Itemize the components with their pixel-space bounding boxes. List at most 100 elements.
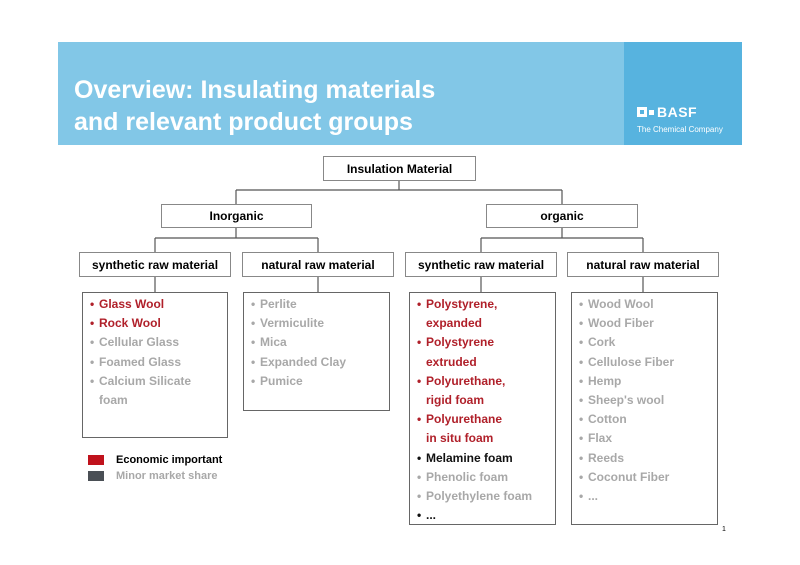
node-organic-synthetic: synthetic raw material xyxy=(405,252,557,277)
bullet-icon: • xyxy=(90,354,95,369)
list-item-label: Pumice xyxy=(260,373,303,388)
list-item: • Mica xyxy=(251,333,383,352)
bullet-icon: • xyxy=(90,373,95,388)
list-item-label: Calcium Silicate xyxy=(99,373,192,388)
bullet-icon: • xyxy=(417,469,422,484)
list-item: • Coconut Fiber xyxy=(579,468,711,487)
list-item: •Melamine foam xyxy=(417,449,549,468)
legend-economic-swatch xyxy=(88,455,104,465)
list-item-label: Hemp xyxy=(588,373,622,388)
list-item-label: Glass Wool xyxy=(99,297,165,311)
page-title: Overview: Insulating materials and relev… xyxy=(74,74,435,138)
basf-logo-dot-icon xyxy=(649,110,654,115)
bullet-icon: • xyxy=(90,316,95,331)
bullet-icon: • xyxy=(579,489,584,504)
node-organic-natural: natural raw material xyxy=(567,252,719,277)
list-item: • Wood Wool xyxy=(579,295,711,314)
list-item: • Polyurethane, xyxy=(417,372,549,391)
bullet-icon: • xyxy=(90,297,95,311)
list-item: • Polystyrene xyxy=(417,333,549,352)
list-item-label: Sheep's wool xyxy=(588,393,665,408)
bullet-icon: • xyxy=(579,373,584,388)
list-organic-natural: • Wood Wool • Wood Fiber • Cork • Cellulose Fib… xyxy=(571,292,718,525)
list-item-continuation: extruded xyxy=(417,353,549,372)
list-item: •Polystyrene, xyxy=(417,295,549,314)
list-item: • Vermiculite xyxy=(251,314,383,333)
list-item-continuation: in situ foam xyxy=(417,429,549,448)
node-inorganic-synthetic: synthetic raw material xyxy=(79,252,231,277)
list-item: •Reeds xyxy=(579,449,711,468)
bullet-icon: • xyxy=(579,354,584,369)
bullet-icon: • xyxy=(251,373,256,388)
bullet-icon: • xyxy=(417,335,422,350)
bullet-icon: • xyxy=(579,450,584,465)
node-insulation-material: Insulation Material xyxy=(323,156,476,181)
list-item: • Polyurethane xyxy=(417,410,549,429)
bullet-icon: • xyxy=(251,316,256,331)
bullet-icon: • xyxy=(579,412,584,427)
list-item-label: Perlite xyxy=(260,297,297,311)
node-organic: organic xyxy=(486,204,638,228)
brand-name: BASF xyxy=(657,104,698,120)
list-item-continuation: foam xyxy=(90,391,221,410)
brand-tagline: The Chemical Company xyxy=(637,125,723,134)
list-item-label: Mica xyxy=(260,335,287,350)
list-item: • Cork xyxy=(579,333,711,352)
list-item: • Calcium Silicate xyxy=(90,372,221,391)
legend-minor-label: Minor market share xyxy=(116,470,218,482)
list-item: •... xyxy=(579,487,711,506)
list-item-label: Wood Wool xyxy=(588,297,654,311)
bullet-icon: • xyxy=(417,450,422,465)
bullet-icon: • xyxy=(417,297,422,311)
bullet-icon: • xyxy=(579,316,584,331)
node-inorganic-natural: natural raw material xyxy=(242,252,394,277)
list-item: • Cellulose Fiber xyxy=(579,353,711,372)
list-item-label: Polyethylene foam xyxy=(426,489,533,504)
list-item-label: rigid foam xyxy=(426,393,485,408)
list-item: • Glass Wool xyxy=(90,295,221,314)
list-item-label: extruded xyxy=(426,354,477,369)
list-item: • Phenolic foam xyxy=(417,468,549,487)
list-item-label: Phenolic foam xyxy=(426,469,509,484)
list-item-label: Polyurethane xyxy=(426,412,503,427)
bullet-icon: • xyxy=(579,431,584,446)
bullet-icon: • xyxy=(251,335,256,350)
list-item: • Sheep's wool xyxy=(579,391,711,410)
page-number: 1 xyxy=(722,526,726,533)
bullet-icon: • xyxy=(579,469,584,484)
list-item-label: ... xyxy=(588,489,599,504)
bullet-icon: • xyxy=(90,335,95,350)
bullet-icon: • xyxy=(579,335,584,350)
list-item-label: Rock Wool xyxy=(99,316,161,331)
node-inorganic: Inorganic xyxy=(161,204,312,228)
list-item-label: Vermiculite xyxy=(260,316,325,331)
bullet-icon: • xyxy=(251,354,256,369)
title-line-1: Overview: Insulating materials xyxy=(74,76,436,104)
list-organic-synthetic: •Polystyrene,expanded • Polystyrene extrude… xyxy=(409,292,556,525)
list-item-label: Wood Fiber xyxy=(588,316,654,331)
list-item-label: Coconut Fiber xyxy=(588,469,670,484)
list-item-label: ... xyxy=(426,508,437,523)
list-item-label: Cork xyxy=(588,335,616,350)
list-item-label: Foamed Glass xyxy=(99,354,182,369)
list-item: •Cotton xyxy=(579,410,711,429)
list-item-label: Flax xyxy=(588,431,613,446)
list-item-label: Polystyrene xyxy=(426,335,495,350)
bullet-icon: • xyxy=(251,297,256,311)
list-item-label: Cellulose Fiber xyxy=(588,354,675,369)
list-item-continuation: expanded xyxy=(417,314,549,333)
list-item: •Expanded Clay xyxy=(251,353,383,372)
bullet-icon: • xyxy=(417,412,422,427)
list-item: • Hemp xyxy=(579,372,711,391)
list-item-label: in situ foam xyxy=(426,431,494,446)
bullet-icon: • xyxy=(579,393,584,408)
list-item-continuation: rigid foam xyxy=(417,391,549,410)
list-inorganic-synthetic: •Glass Wool•Rock Wool•Cellular Glass•Foa… xyxy=(82,292,228,438)
list-item-label: Polyurethane, xyxy=(426,373,506,388)
legend-minor-swatch xyxy=(88,471,104,481)
bullet-icon: • xyxy=(417,373,422,388)
bullet-icon: • xyxy=(579,297,584,311)
list-item: •Polyethylene foam xyxy=(417,487,549,506)
legend-economic-label: Economic important xyxy=(116,454,223,466)
